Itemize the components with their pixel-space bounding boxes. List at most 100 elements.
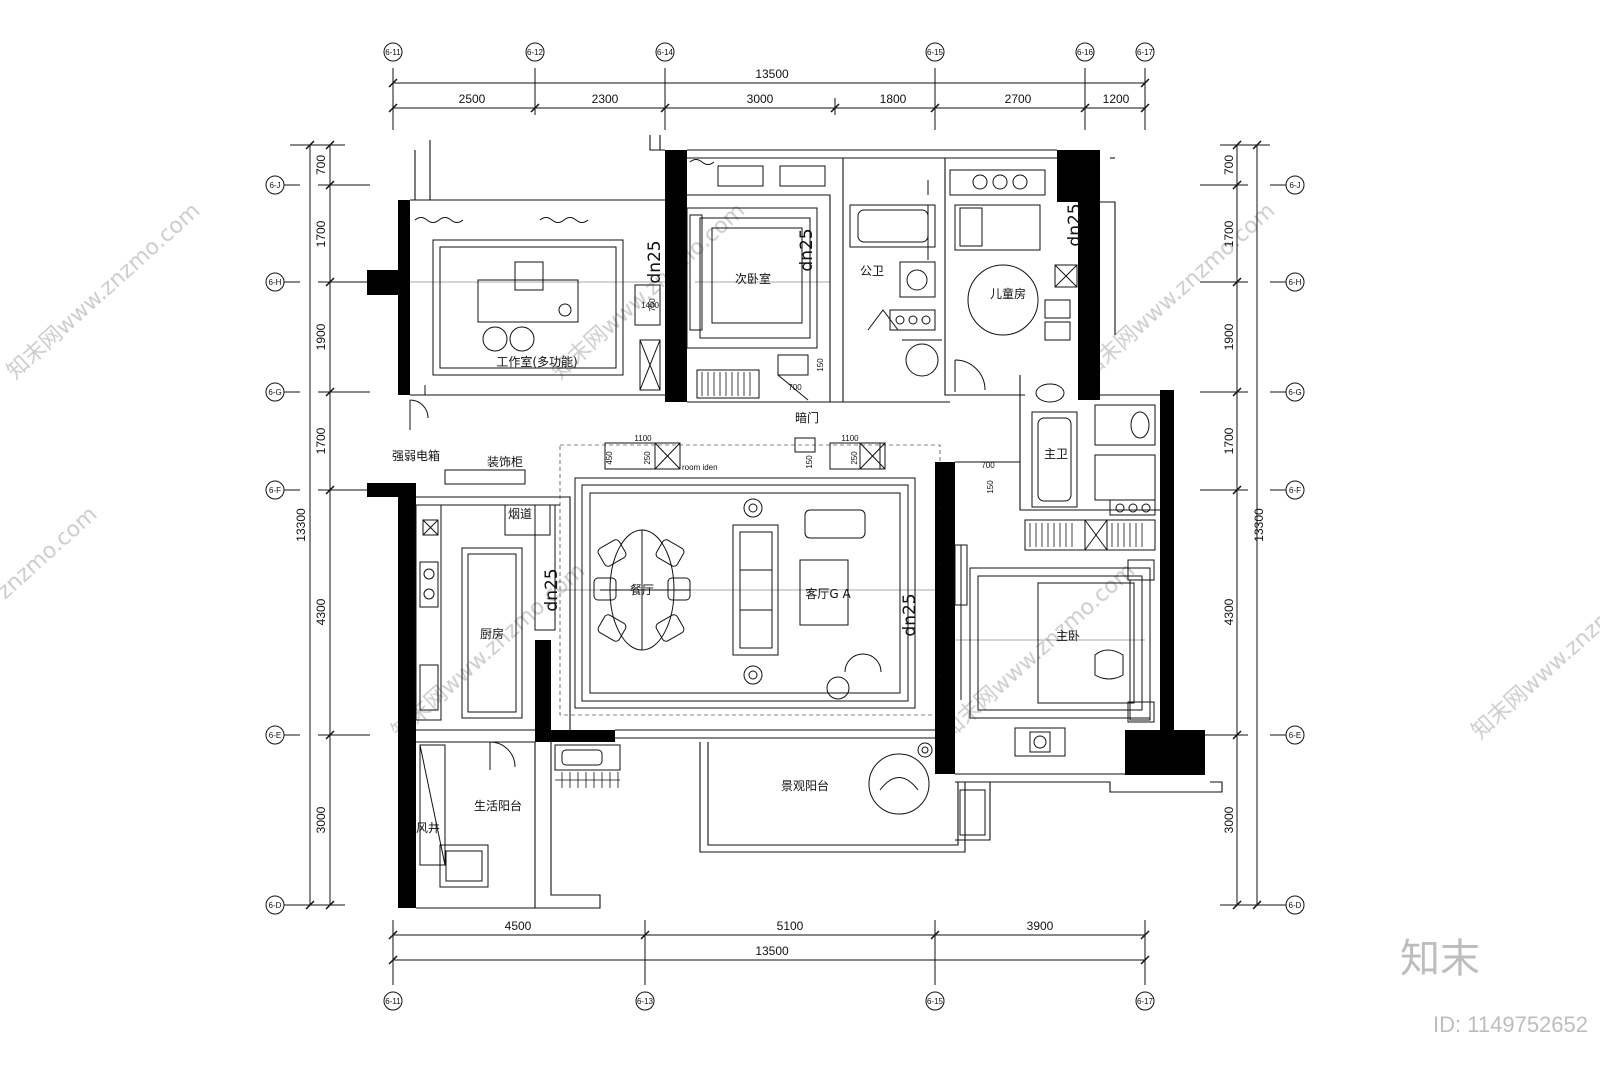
walls	[367, 150, 1205, 908]
left-dimensions	[290, 140, 370, 910]
axis-label: 6-H	[269, 278, 282, 287]
room-label-kitchen: 厨房	[480, 626, 504, 641]
dimension-top-seg: 1800	[880, 92, 907, 106]
dimension-left-seg: 3000	[314, 806, 328, 833]
room-label-air-shaft: 风井	[416, 821, 440, 835]
top-axis-bubbles	[383, 42, 1155, 62]
axis-label: 6-E	[1289, 731, 1301, 740]
small-dim: 750	[648, 298, 657, 312]
dimension-top-seg: 3000	[747, 92, 774, 106]
hall-fixtures	[409, 399, 941, 716]
dimension-right-seg: 1900	[1222, 323, 1236, 350]
axis-label: 6-12	[527, 48, 544, 57]
master-bedroom	[954, 544, 1155, 757]
dimension-right-total: 13300	[1252, 508, 1266, 542]
watermark-text: 知末网www.znzmo.com	[1467, 558, 1600, 744]
drain-label: dn25	[900, 593, 920, 636]
axis-label: 6-G	[268, 388, 281, 397]
kitchen	[415, 504, 556, 721]
room-label-service-balcony: 生活阳台	[474, 798, 522, 813]
small-dim: 450	[605, 451, 614, 465]
axis-label: 6-15	[927, 997, 944, 1006]
dimension-right-seg: 4300	[1222, 598, 1236, 625]
axis-label: 6-J	[1289, 181, 1300, 190]
small-dim: 1100	[634, 434, 652, 443]
public-bath	[849, 180, 942, 377]
watermark-text: 知末网www.znzmo.com	[1077, 198, 1280, 384]
watermark-text: 知末网www.znzmo.com	[937, 558, 1140, 744]
dimension-top-seg: 1200	[1103, 92, 1130, 106]
small-dim: 150	[805, 455, 814, 469]
axis-label: 6-D	[269, 901, 282, 910]
dimension-left-seg: 4300	[314, 598, 328, 625]
room-label-living: 客厅G A	[805, 586, 851, 601]
label-hidden-door: 暗门	[795, 410, 819, 425]
room-label-dining: 餐厅	[630, 582, 654, 597]
small-dim: 1100	[841, 434, 859, 443]
axis-label: 6-11	[385, 48, 401, 57]
axis-label: 6-11	[385, 997, 401, 1006]
axis-label: 6-15	[927, 48, 944, 57]
dimension-top-total: 13500	[755, 67, 789, 81]
dimension-right-seg: 1700	[1222, 220, 1236, 247]
room-label-master-bedroom: 主卧	[1056, 629, 1080, 643]
room-label-master-bath: 主卫	[1044, 447, 1068, 461]
dimension-left-seg: 700	[314, 155, 328, 175]
brand-logo-text: 知末	[1400, 936, 1480, 982]
dimension-left-seg: 1900	[314, 323, 328, 350]
dimension-right-seg: 700	[1222, 155, 1236, 175]
living-dining	[574, 477, 916, 709]
small-dim: 250	[643, 451, 652, 465]
label-flue: 烟道	[508, 507, 532, 521]
dimension-top-seg: 2700	[1005, 92, 1032, 106]
watermark-layer: 知末网www.znzmo.com 知末网www.znzmo.com 知末网www…	[0, 198, 1600, 744]
master-bath	[1024, 383, 1156, 551]
kids-room	[949, 169, 1078, 392]
axis-label: 6-J	[269, 181, 280, 190]
axis-label: 6-14	[657, 48, 674, 57]
dimension-top-seg: 2500	[459, 92, 486, 106]
dining-chairs	[593, 539, 691, 642]
drain-label: dn25	[542, 568, 562, 611]
axis-label: 6-13	[637, 997, 654, 1006]
top-dimensions	[388, 68, 1150, 130]
axis-label: 6-F	[1289, 486, 1301, 495]
label-room-iden: room iden	[682, 463, 718, 472]
dimension-bottom-seg: 3900	[1027, 919, 1054, 933]
second-bedroom	[686, 159, 826, 401]
small-dim: 150	[986, 480, 995, 494]
dimension-left-seg: 1700	[314, 427, 328, 454]
dimension-top-seg: 2300	[592, 92, 619, 106]
watermark-text: 知末网www.znzmo.com	[2, 198, 205, 384]
drain-label: dn25	[1065, 203, 1085, 246]
small-dim: 250	[850, 451, 859, 465]
axis-label: 6-17	[1137, 997, 1154, 1006]
room-label-scenic-balcony: 景观阳台	[781, 778, 829, 793]
label-deco-cabinet: 装饰柜	[487, 455, 523, 469]
axis-label: 6-E	[269, 731, 281, 740]
brand-watermark: 知末 ID: 1149752652	[1400, 936, 1588, 1037]
dimension-right-seg: 3000	[1222, 806, 1236, 833]
right-axis-bubbles	[1285, 175, 1305, 915]
balcony-fixtures	[419, 741, 986, 888]
room-label-second-bedroom: 次卧室	[735, 271, 771, 286]
axis-label: 6-17	[1137, 48, 1154, 57]
small-dim: 1400	[641, 301, 659, 310]
drain-label: dn25	[645, 240, 665, 283]
axis-label: 6-D	[1289, 901, 1302, 910]
room-label-kids-room: 儿童房	[990, 286, 1026, 301]
axis-label: 6-F	[269, 486, 281, 495]
dimension-bottom-seg: 4500	[505, 919, 532, 933]
dimension-left-seg: 1700	[314, 220, 328, 247]
axis-label: 6-16	[1077, 48, 1094, 57]
room-label-studio: 工作室(多功能)	[496, 354, 577, 369]
dimension-left-total: 13300	[294, 508, 308, 542]
small-dim: 700	[981, 461, 995, 470]
studio-room	[414, 217, 661, 395]
dimension-right-seg: 1700	[1222, 427, 1236, 454]
dimension-bottom-seg: 5100	[777, 919, 804, 933]
drain-label: dn25	[797, 228, 817, 271]
axis-label: 6-G	[1288, 388, 1301, 397]
small-dim: 700	[788, 383, 802, 392]
